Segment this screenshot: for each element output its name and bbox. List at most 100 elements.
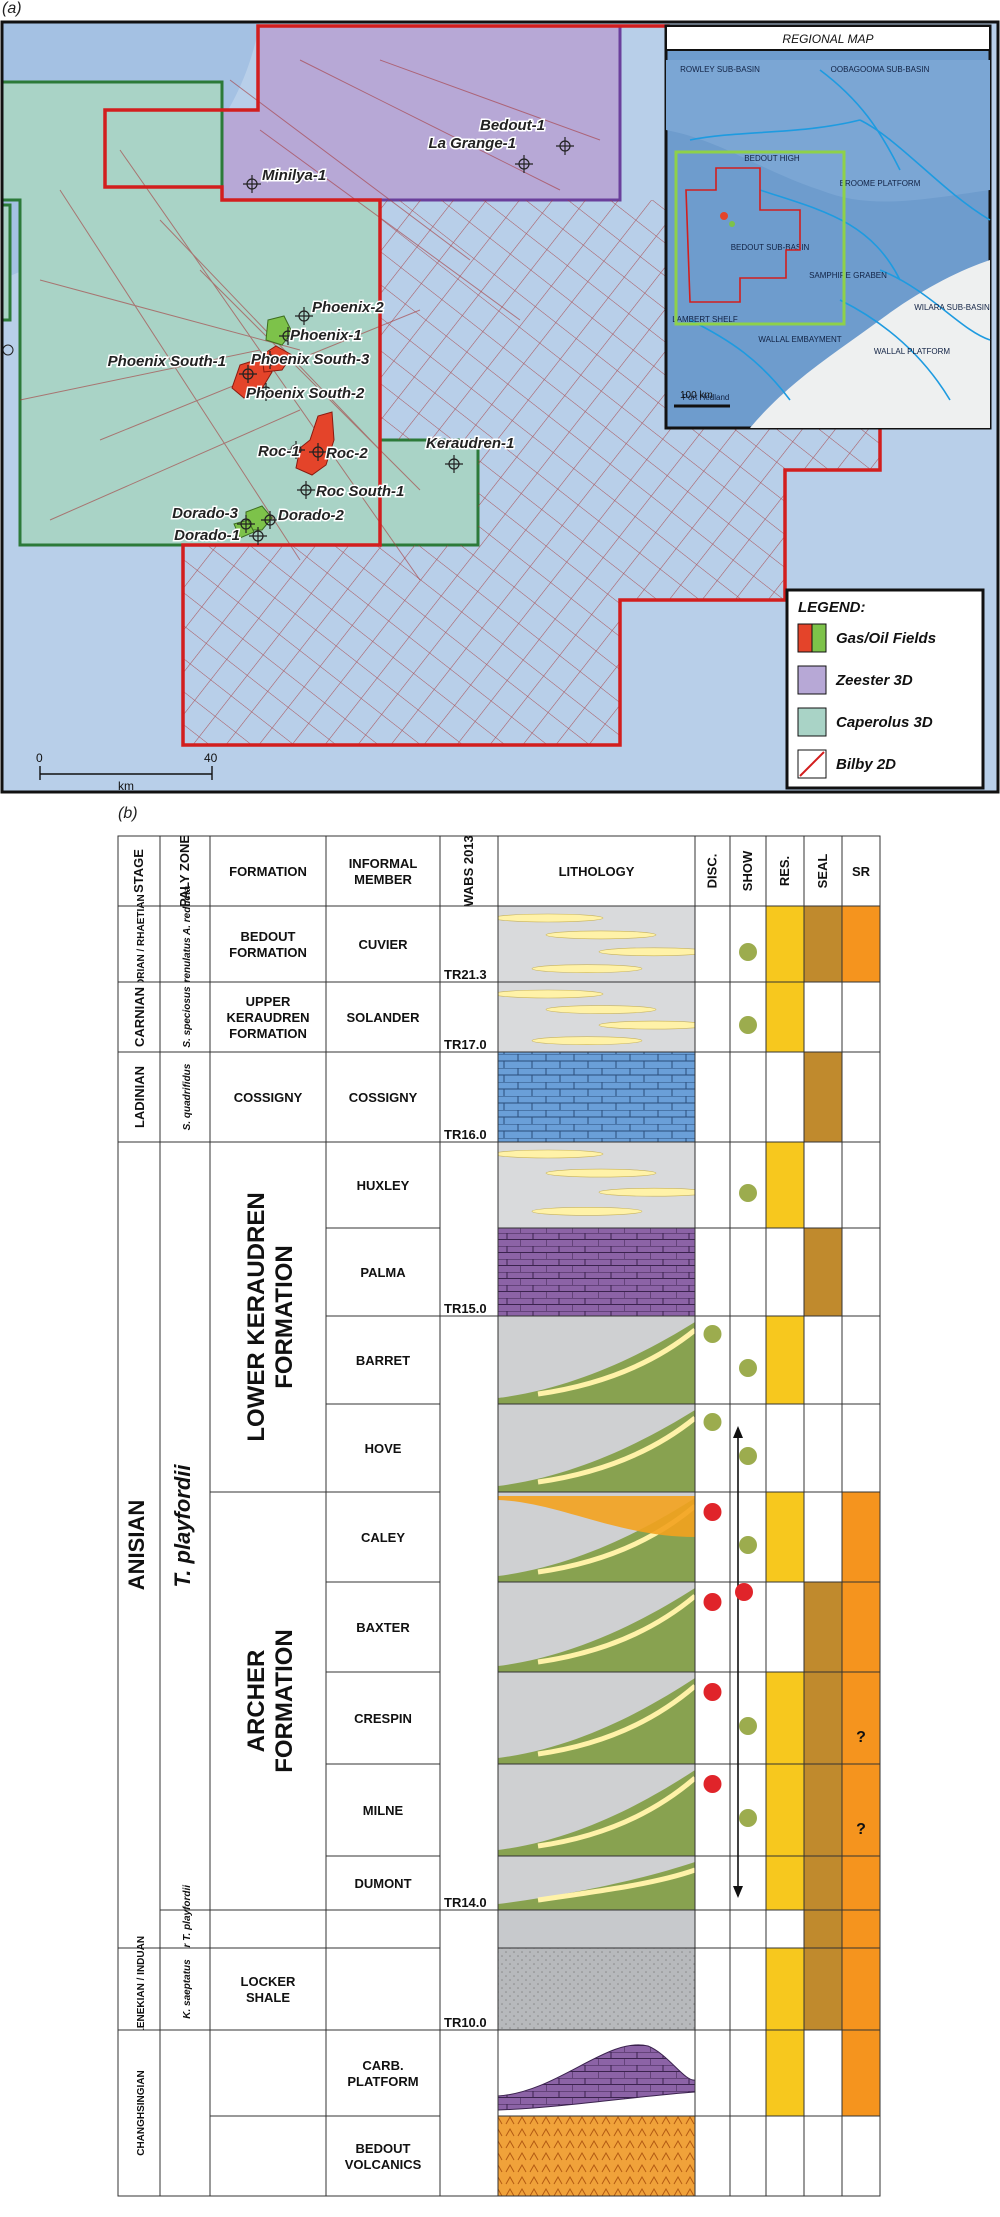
header-seal: SEAL [815,854,830,889]
member-label: SOLANDER [347,1010,421,1025]
sr-cell [841,1947,881,2031]
disc-cell [694,1227,731,1317]
sr-cell [841,1763,881,1857]
well-label: Phoenix South-3 [251,351,370,368]
member-cell [325,981,441,1053]
member-cell [325,1141,441,1229]
sr-cell [841,1315,881,1405]
regional-study-area [674,150,846,326]
show-cell [729,1051,767,1143]
clinoform-wedge [498,1770,695,1856]
regional-basin-lines [689,69,991,401]
field-phoenix [265,315,293,346]
member-label: HOVE [365,1441,402,1456]
discovery-dot-gas [703,1503,722,1521]
formation-cell [209,1141,327,1493]
header-cell-sr [841,835,881,907]
well-14: Dorado-1 [173,526,267,546]
legend-item-label: Caperolus 3D [836,714,933,731]
regional-label: WALLAL EMBAYMENT [758,335,841,344]
seal-cell [803,2029,843,2117]
stage-label: NORIAN / RHAETIAN [136,894,147,993]
regional-shelf [666,60,990,202]
res-cell [765,1763,805,1857]
member-label: DUMONT [354,1876,411,1891]
well-label: Phoenix South-1 [108,353,226,370]
sr-cell [841,1855,881,1911]
disc-cell [694,1909,731,1949]
stage-cell [117,1051,161,1143]
sand-lens [531,1036,643,1045]
stage-label: ANISIAN [124,1500,149,1590]
well-label: Minilya-1 [262,167,326,184]
member-cell [325,1227,441,1317]
header-cell-show [729,835,767,907]
formation-cell [209,905,327,983]
wabs-label: TR10.0 [444,2015,487,2030]
header-cell-res [765,835,805,907]
formation-label: LOCKER [241,1974,297,1989]
show-cell [729,1947,767,2031]
well-4: Phoenix-1 [279,326,363,346]
well-11: Roc South-1 [297,481,406,502]
stage-column: NORIAN / RHAETIANCARNIANLADINIANANISIANO… [117,894,161,2197]
seal-cell [803,1855,843,1911]
regional-map-title: REGIONAL MAP [782,32,873,46]
clinoform-wedge [498,1498,695,1582]
show-cell [729,1227,767,1317]
stage-cell [117,2029,161,2197]
header-formation: FORMATION [229,864,307,879]
seal-cell [803,1491,843,1583]
legend-swatch [797,665,827,695]
formation-label: ARCHER [243,1650,270,1753]
header-cell-stage [117,835,161,907]
member-label: BEDOUT [356,2141,411,2156]
discovery-dot-gas [703,1593,722,1611]
regional-label: LAMBERT SHELF [672,315,738,324]
well-1: La Grange-1 [427,134,533,173]
member-cell [325,2029,441,2117]
wabs-label: TR15.0 [444,1301,487,1316]
well-label: Roc South-1 [316,483,404,500]
res-cell [765,1227,805,1317]
show-arrow-up [733,1426,743,1438]
well-label: Bedout-1 [480,117,545,134]
clinoform-sand [537,1416,697,1485]
stage-cell [117,981,161,1053]
header-disc: DISC. [705,854,720,889]
sand-lens [492,913,604,923]
legend-item-label: Bilby 2D [836,756,896,773]
paly-cell [159,1947,211,2031]
stage-label: CHANGHSINGIAN [136,2070,147,2156]
seal-cell [803,1581,843,1673]
panel-b-label: (b) [118,805,138,822]
member-label: CUVIER [358,937,408,952]
seal-cell [803,1051,843,1143]
regional-scale-label: 100 km [680,390,713,401]
sand-lens [598,947,710,957]
discovery-dot-gas [703,1683,722,1701]
stage-label: LADINIAN [132,1066,147,1128]
paly-cell [159,2029,211,2197]
show-cell [729,2029,767,2117]
well-8: Roc-1 [257,441,305,462]
formation-cell [209,1947,327,2031]
regional-label: OOBAGOOMA SUB-BASIN [831,65,930,74]
sr-cell [841,1051,881,1143]
lithology-cell [497,2115,696,2197]
scale-unit: km [118,779,134,793]
sand-lens [598,1187,710,1197]
header-stage: STAGE [131,849,146,893]
formation-label: FORMATION [229,1026,307,1041]
paly-label: T. playfordii [170,1464,195,1588]
res-cell [765,1051,805,1143]
formation-cell [209,1909,327,1949]
disc-cell [694,905,731,983]
wabs-cell [439,905,499,2031]
show-dot [739,1184,757,1202]
clinoform-wedge [498,1588,695,1672]
well-label: Phoenix-1 [290,327,362,344]
